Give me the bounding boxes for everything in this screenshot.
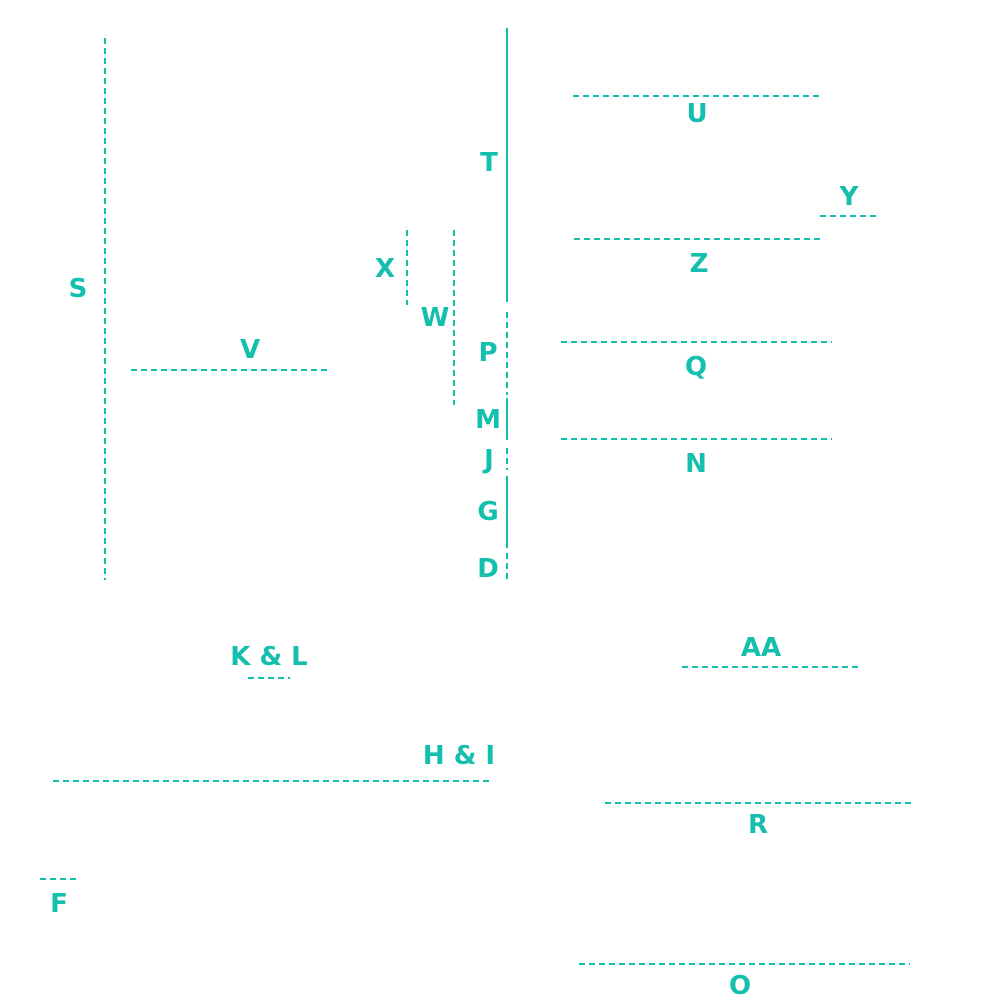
label-w: W <box>420 303 450 333</box>
label-d: D <box>477 554 499 584</box>
label-q: Q <box>684 352 708 382</box>
label-m: M <box>475 405 501 435</box>
label-r: R <box>747 810 769 840</box>
label-y: Y <box>839 182 859 212</box>
label-p: P <box>478 338 498 368</box>
label-k-and-l: K & L <box>230 642 308 672</box>
label-aa: AA <box>740 633 782 663</box>
label-h-and-i: H & I <box>422 741 496 771</box>
label-x: X <box>374 254 396 284</box>
label-f: F <box>50 889 68 919</box>
label-o: O <box>728 971 752 1001</box>
label-z: Z <box>689 249 709 279</box>
label-g: G <box>477 497 499 527</box>
label-j: J <box>484 445 494 475</box>
label-t: T <box>480 148 498 178</box>
label-u: U <box>686 99 708 129</box>
label-n: N <box>685 449 707 479</box>
label-v: V <box>239 335 261 365</box>
label-s: S <box>68 274 88 304</box>
